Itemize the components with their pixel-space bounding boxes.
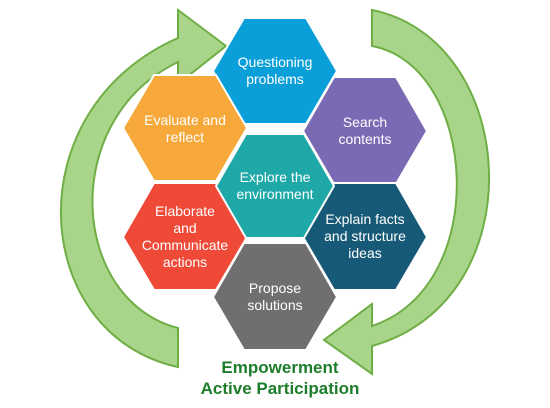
label-propose-solutions: Propose solutions [247,280,303,313]
label-questioning-problems: Questioning problems [237,54,313,87]
label-elaborate-communicate: Elaborate and Communicate actions [141,203,229,270]
hex-elaborate-communicate [121,182,249,291]
label-explain-facts: Explain facts and structure ideas [324,210,406,261]
left-cycle-arrow [60,8,228,369]
label-explore-environment: Explore the environment [236,169,314,202]
hex-evaluate-reflect [121,74,249,182]
caption-active-participation: Active Participation [200,379,360,398]
label-search-contents: Search contents [338,114,392,147]
hex-explore-environment [214,133,336,239]
caption-empowerment: Empowerment [221,358,339,377]
right-cycle-arrow [322,8,491,376]
label-evaluate-reflect: Evaluate and reflect [144,112,226,145]
hex-propose-solutions [211,242,339,351]
